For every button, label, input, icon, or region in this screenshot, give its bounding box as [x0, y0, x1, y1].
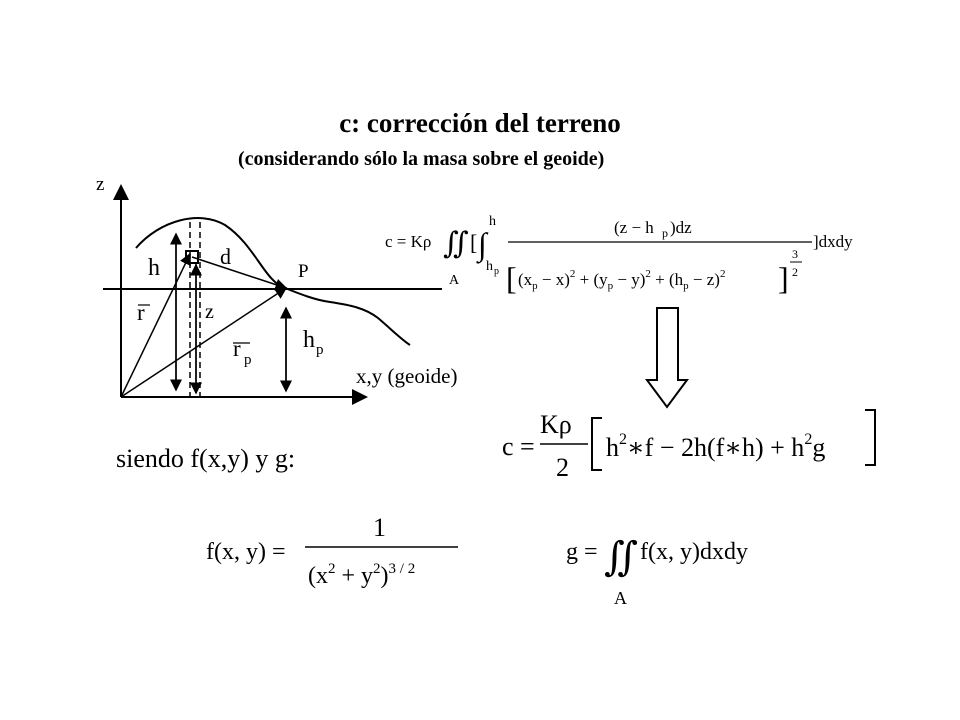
down-arrow-icon	[645, 307, 689, 409]
bracket-open: [	[470, 230, 477, 255]
svg-text:g =: g =	[566, 539, 598, 565]
equation-c-integral: c = Kρ ∬ A [ ∫ h h p (z − h p )dz [ (xp …	[385, 214, 853, 296]
svg-text:A: A	[449, 273, 460, 288]
svg-text:c = Kρ: c = Kρ	[385, 232, 431, 251]
svg-text:p: p	[244, 352, 252, 368]
equation-f: f(x, y) = 1 (x2 + y2)3 / 2	[206, 513, 458, 589]
denominator-expression: (xp − x)2 + (yp − y)2 + (hp − z)2	[518, 268, 725, 292]
svg-text:2: 2	[556, 453, 569, 482]
label-P: P	[298, 261, 309, 282]
svg-text:Kρ: Kρ	[540, 410, 572, 439]
g-double-integral: ∬	[604, 534, 638, 579]
terrain-profile	[135, 217, 411, 346]
slide-subtitle: (considerando sólo la masa sobre el geoi…	[238, 148, 605, 170]
svg-text:(z − h: (z − h	[614, 218, 654, 237]
bracket-left	[591, 417, 602, 471]
svg-text:A: A	[614, 588, 627, 608]
slide-title: c: corrección del terreno	[339, 108, 621, 138]
svg-text:1: 1	[373, 513, 386, 542]
r-vector	[120, 252, 191, 398]
svg-text:3: 3	[792, 247, 798, 261]
bracket-right	[865, 409, 876, 466]
equation-g: g = ∬ A f(x, y)dxdy	[566, 534, 748, 608]
label-z-axis: z	[96, 174, 104, 195]
label-hp: h	[303, 327, 315, 353]
svg-text:2: 2	[792, 265, 798, 279]
svg-text:]dxdy: ]dxdy	[813, 232, 853, 251]
rp-vector	[120, 287, 288, 398]
label-z: z	[205, 301, 214, 323]
label-r: r	[137, 300, 145, 325]
svg-text:c =: c =	[502, 432, 535, 461]
simplified-body: h2∗f − 2h(f∗h) + h2g	[606, 431, 825, 462]
svg-text:f(x, y) =: f(x, y) =	[206, 539, 286, 565]
svg-text:p: p	[316, 342, 324, 358]
svg-text:h: h	[489, 214, 496, 229]
label-h: h	[148, 255, 160, 281]
label-rp: r	[233, 336, 241, 361]
svg-text:p: p	[662, 226, 668, 240]
caption-siendo: siendo f(x,y) y g:	[116, 444, 296, 473]
d-vector	[191, 256, 288, 291]
f-denominator: (x2 + y2)3 / 2	[308, 561, 415, 589]
svg-text:)dz: )dz	[670, 218, 692, 237]
terrain-diagram: z x,y (geoide) h d P r z r p h p	[96, 174, 457, 405]
label-xy-axis: x,y (geoide)	[356, 364, 457, 388]
double-integral-sign: ∬	[443, 227, 469, 260]
label-d: d	[220, 244, 231, 269]
svg-text:f(x, y)dxdy: f(x, y)dxdy	[640, 539, 748, 565]
equation-c-simplified: c = Kρ 2 h2∗f − 2h(f∗h) + h2g	[502, 409, 876, 482]
svg-text:h: h	[486, 259, 493, 274]
integral-sign: ∫	[476, 226, 489, 264]
denominator-bracket-close: ]	[778, 260, 789, 296]
svg-text:p: p	[494, 266, 499, 277]
denominator-bracket-open: [	[506, 260, 517, 296]
